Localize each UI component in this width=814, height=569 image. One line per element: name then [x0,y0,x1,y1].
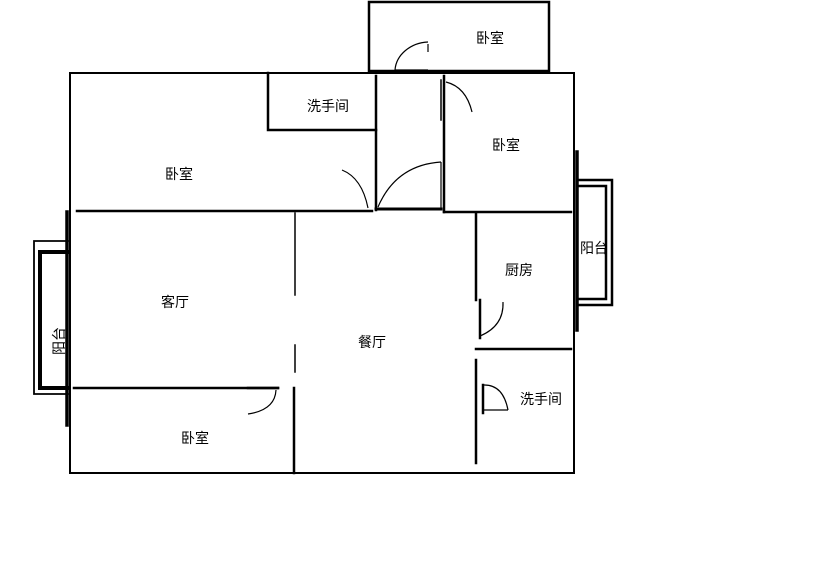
outer-walls [69,0,575,474]
label-bedroom-top: 卧室 [476,30,504,47]
label-balcony-left: 阳台 [52,327,68,355]
label-bathroom-right: 洗手间 [520,392,562,408]
label-bedroom-right: 卧室 [492,137,520,154]
label-bedroom-bottom: 卧室 [181,430,209,447]
interior-walls [72,71,573,475]
room-labels: 卧室 洗手间 卧室 卧室 阳台 厨房 客厅 餐厅 阳台 洗手间 卧室 [52,30,608,447]
label-bathroom-top: 洗手间 [307,99,349,115]
label-dining-room: 餐厅 [358,335,386,351]
doors [247,41,509,415]
label-living-room: 客厅 [161,294,189,311]
balcony-right [575,150,614,332]
label-bedroom-left: 卧室 [165,166,193,183]
label-balcony-right: 阳台 [580,241,608,257]
balcony-left [33,210,70,427]
label-kitchen: 厨房 [505,263,533,279]
